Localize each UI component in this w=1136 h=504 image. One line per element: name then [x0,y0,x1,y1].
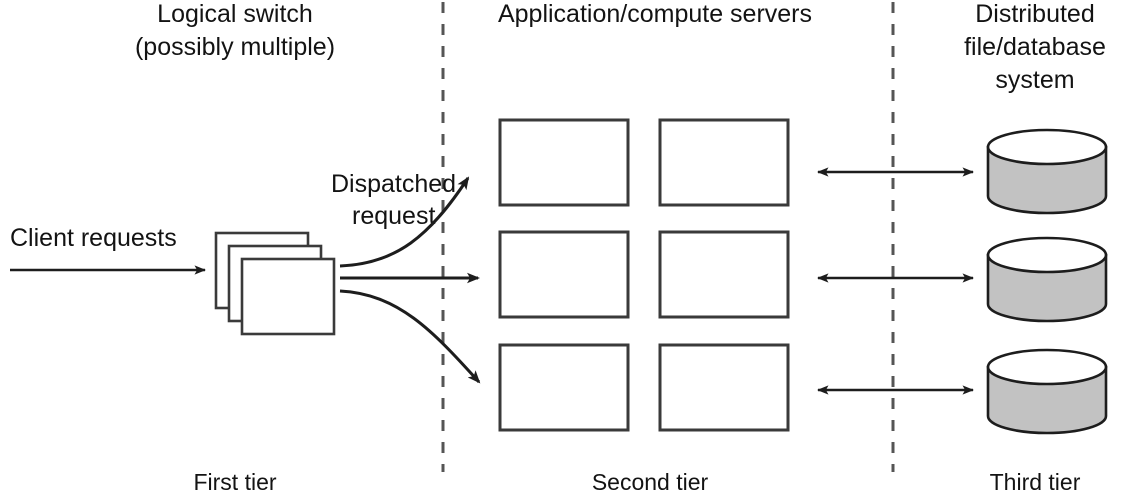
server-box-r2c2 [658,230,790,319]
label-client-requests: Client requests [10,224,177,252]
server-box-r3c2 [658,343,790,432]
tier-label-first: First tier [193,469,276,495]
server-box-r2c1 [498,230,630,319]
server-box-r3c1 [498,343,630,432]
server-box-r1c2 [658,118,790,207]
tier-label-second: Second tier [592,469,709,495]
heading-application-servers: Application/compute servers [498,0,812,28]
database-cylinder-3 [986,348,1108,435]
heading-storage-line1: Distributed [975,0,1095,28]
heading-logical-switch-line2: (possibly multiple) [135,33,335,61]
dispatch-arrow-top [339,176,470,268]
heading-storage-line2: file/database [964,33,1106,61]
database-cylinder-1 [986,128,1108,215]
heading-logical-switch-line1: Logical switch [157,0,313,28]
server-box-r1c1 [498,118,630,207]
label-dispatched-line1: Dispatched [331,170,456,198]
tier-label-third: Third tier [990,469,1081,495]
heading-storage-line3: system [995,66,1074,94]
label-dispatched-line2: request [352,202,435,230]
dispatch-arrow-bottom [339,289,481,384]
switch-box-front [240,257,336,336]
database-cylinder-2 [986,236,1108,323]
